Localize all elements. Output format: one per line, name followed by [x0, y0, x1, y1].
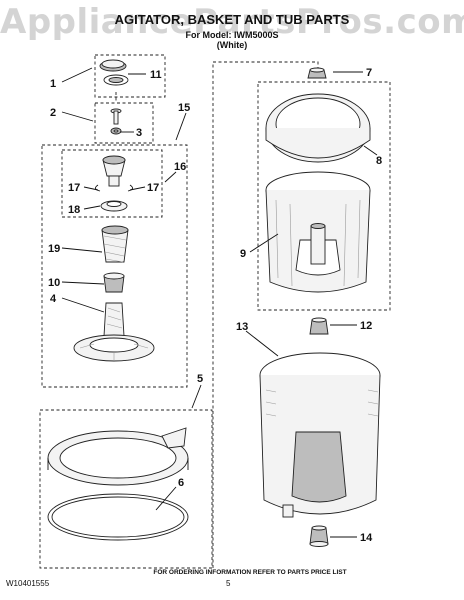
- agitator-base-part: [73, 302, 155, 362]
- agitator-cam-part: [95, 155, 133, 212]
- callout-2: 2: [50, 107, 56, 119]
- drive-coupling-part: [103, 272, 125, 293]
- callout-3: 3: [136, 127, 142, 139]
- callout-17a: 17: [68, 182, 80, 194]
- callout-5: 5: [197, 373, 203, 385]
- callout-15: 15: [178, 102, 190, 114]
- group-box-cap: [94, 54, 166, 98]
- callout-16: 16: [174, 161, 186, 173]
- callout-13: 13: [236, 321, 248, 333]
- tub-ring-part: [47, 427, 189, 541]
- color-note: (White): [216, 40, 248, 50]
- bolt-part: [110, 108, 122, 135]
- callout-8: 8: [376, 155, 382, 167]
- model-label: For Model: IWM5000S: [185, 30, 279, 40]
- auger-spring-part: [101, 225, 129, 263]
- document-number: W10401555: [6, 579, 50, 588]
- callout-6: 6: [178, 477, 184, 489]
- callout-19: 19: [48, 243, 60, 255]
- callout-7: 7: [366, 67, 372, 79]
- leader-lines: [61, 67, 378, 538]
- hub-nut-part: [307, 67, 327, 79]
- callout-12: 12: [360, 320, 372, 332]
- drive-hub-part: [309, 317, 329, 335]
- callout-4: 4: [50, 293, 57, 305]
- agitator-cap-part: [99, 59, 129, 86]
- wash-basket-part: [265, 171, 371, 293]
- page-number: 5: [226, 579, 231, 588]
- callout-10: 10: [48, 277, 60, 289]
- ordering-note: FOR ORDERING INFORMATION REFER TO PARTS …: [153, 569, 347, 576]
- group-box-agitator-drive: [41, 144, 188, 388]
- callout-9: 9: [240, 248, 246, 260]
- watermark: AppliancePartsPros.com: [0, 2, 464, 42]
- balance-ring-part: [265, 93, 371, 163]
- group-box-cam: [61, 149, 163, 218]
- tub-nut-part: [309, 525, 329, 547]
- group-box-basket: [257, 81, 391, 311]
- group-box-bolt: [94, 102, 154, 144]
- callout-18: 18: [68, 204, 80, 216]
- callout-14: 14: [360, 532, 373, 544]
- callout-17b: 17: [147, 182, 159, 194]
- callout-11: 11: [150, 69, 162, 81]
- callout-1: 1: [50, 78, 56, 90]
- outer-tub-part: [259, 352, 381, 518]
- page-title: AGITATOR, BASKET AND TUB PARTS: [114, 12, 350, 27]
